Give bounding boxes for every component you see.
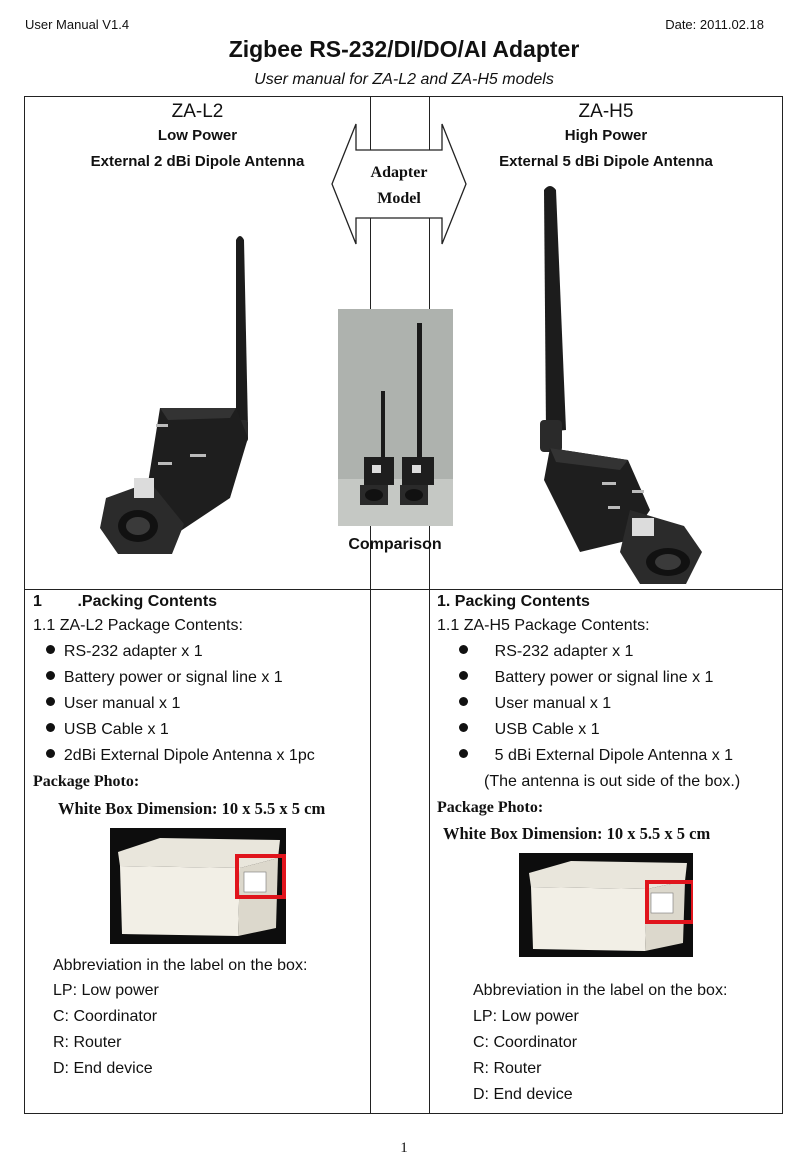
table-right-border [782, 96, 783, 1114]
bullet-icon [46, 723, 55, 733]
right-package-photo-label: Package Photo: [437, 799, 544, 816]
header-date: Date: 2011.02.18 [665, 17, 764, 32]
arrow-label-line2: Model [377, 190, 421, 207]
left-box-dimension: White Box Dimension: 10 x 5.5 x 5 cm [58, 799, 326, 818]
left-abbr-c: C: Coordinator [53, 1008, 158, 1025]
table-left-border [24, 96, 25, 1114]
right-model-name: ZA-H5 [578, 101, 634, 122]
left-model-name: ZA-L2 [171, 101, 224, 122]
list-item: RS-232 adapter x 1 [459, 643, 633, 661]
list-item: RS-232 adapter x 1 [46, 643, 203, 661]
bullet-icon [459, 645, 468, 655]
right-abbr-r: R: Router [473, 1060, 542, 1077]
right-section-heading: 1. Packing Contents [437, 593, 590, 610]
table-top-border [24, 96, 783, 97]
right-abbr-lp: LP: Low power [473, 1008, 579, 1025]
right-model-antenna: External 5 dBi Dipole Antenna [499, 153, 713, 170]
left-package-photo-label: Package Photo: [33, 773, 140, 790]
bullet-icon [459, 749, 468, 759]
arrow-label-line1: Adapter [370, 164, 428, 181]
page-subtitle: User manual for ZA-L2 and ZA-H5 models [254, 71, 554, 88]
right-section-subheading: 1.1 ZA-H5 Package Contents: [437, 617, 650, 634]
right-box-photo [519, 853, 693, 957]
right-box-dimension: White Box Dimension: 10 x 5.5 x 5 cm [443, 824, 711, 843]
left-model-antenna: External 2 dBi Dipole Antenna [90, 153, 305, 170]
table-bottom-border [24, 1113, 783, 1114]
left-section-subheading: 1.1 ZA-L2 Package Contents: [33, 617, 243, 634]
right-abbr-d: D: End device [473, 1086, 573, 1103]
right-antenna-note: (The antenna is out side of the box.) [484, 773, 741, 790]
list-item: 2dBi External Dipole Antenna x 1pc [46, 747, 315, 765]
right-model-power: High Power [564, 127, 648, 144]
header-manual-version: User Manual V1.4 [25, 17, 130, 32]
comparison-photo [338, 309, 453, 526]
bullet-icon [46, 749, 55, 759]
left-abbr-d: D: End device [53, 1060, 153, 1077]
table-row-divider [24, 589, 783, 590]
left-box-photo [110, 828, 286, 944]
list-item: USB Cable x 1 [459, 721, 600, 739]
bullet-icon [46, 645, 55, 655]
page-title: Zigbee RS-232/DI/DO/AI Adapter [228, 36, 580, 62]
bullet-icon [46, 671, 55, 681]
list-item: Battery power or signal line x 1 [46, 669, 283, 687]
list-item: User manual x 1 [459, 695, 611, 713]
list-item: USB Cable x 1 [46, 721, 169, 739]
left-model-power: Low Power [157, 127, 238, 144]
right-abbr-c: C: Coordinator [473, 1034, 578, 1051]
double-arrow-icon [331, 123, 467, 245]
left-section-heading: 1 .Packing Contents [33, 593, 218, 610]
table-col-divider-left [370, 96, 371, 1114]
comparison-label: Comparison [348, 536, 442, 553]
list-item: 5 dBi External Dipole Antenna x 1 [459, 747, 733, 765]
bullet-icon [46, 697, 55, 707]
label-highlight-box [645, 880, 693, 924]
table-col-divider-right [429, 96, 430, 1114]
right-abbr-title: Abbreviation in the label on the box: [473, 982, 728, 999]
page-number: 1 [400, 1140, 408, 1156]
list-item: Battery power or signal line x 1 [459, 669, 713, 687]
za-l2-device-photo [100, 236, 248, 554]
list-item: User manual x 1 [46, 695, 180, 713]
comparison-devices-graphic [338, 309, 453, 526]
left-abbr-title: Abbreviation in the label on the box: [53, 957, 308, 974]
bullet-icon [459, 723, 468, 733]
bullet-icon [459, 697, 468, 707]
left-abbr-lp: LP: Low power [53, 982, 159, 999]
label-highlight-box [235, 854, 286, 899]
za-h5-device-photo [540, 186, 702, 584]
left-abbr-r: R: Router [53, 1034, 122, 1051]
bullet-icon [459, 671, 468, 681]
